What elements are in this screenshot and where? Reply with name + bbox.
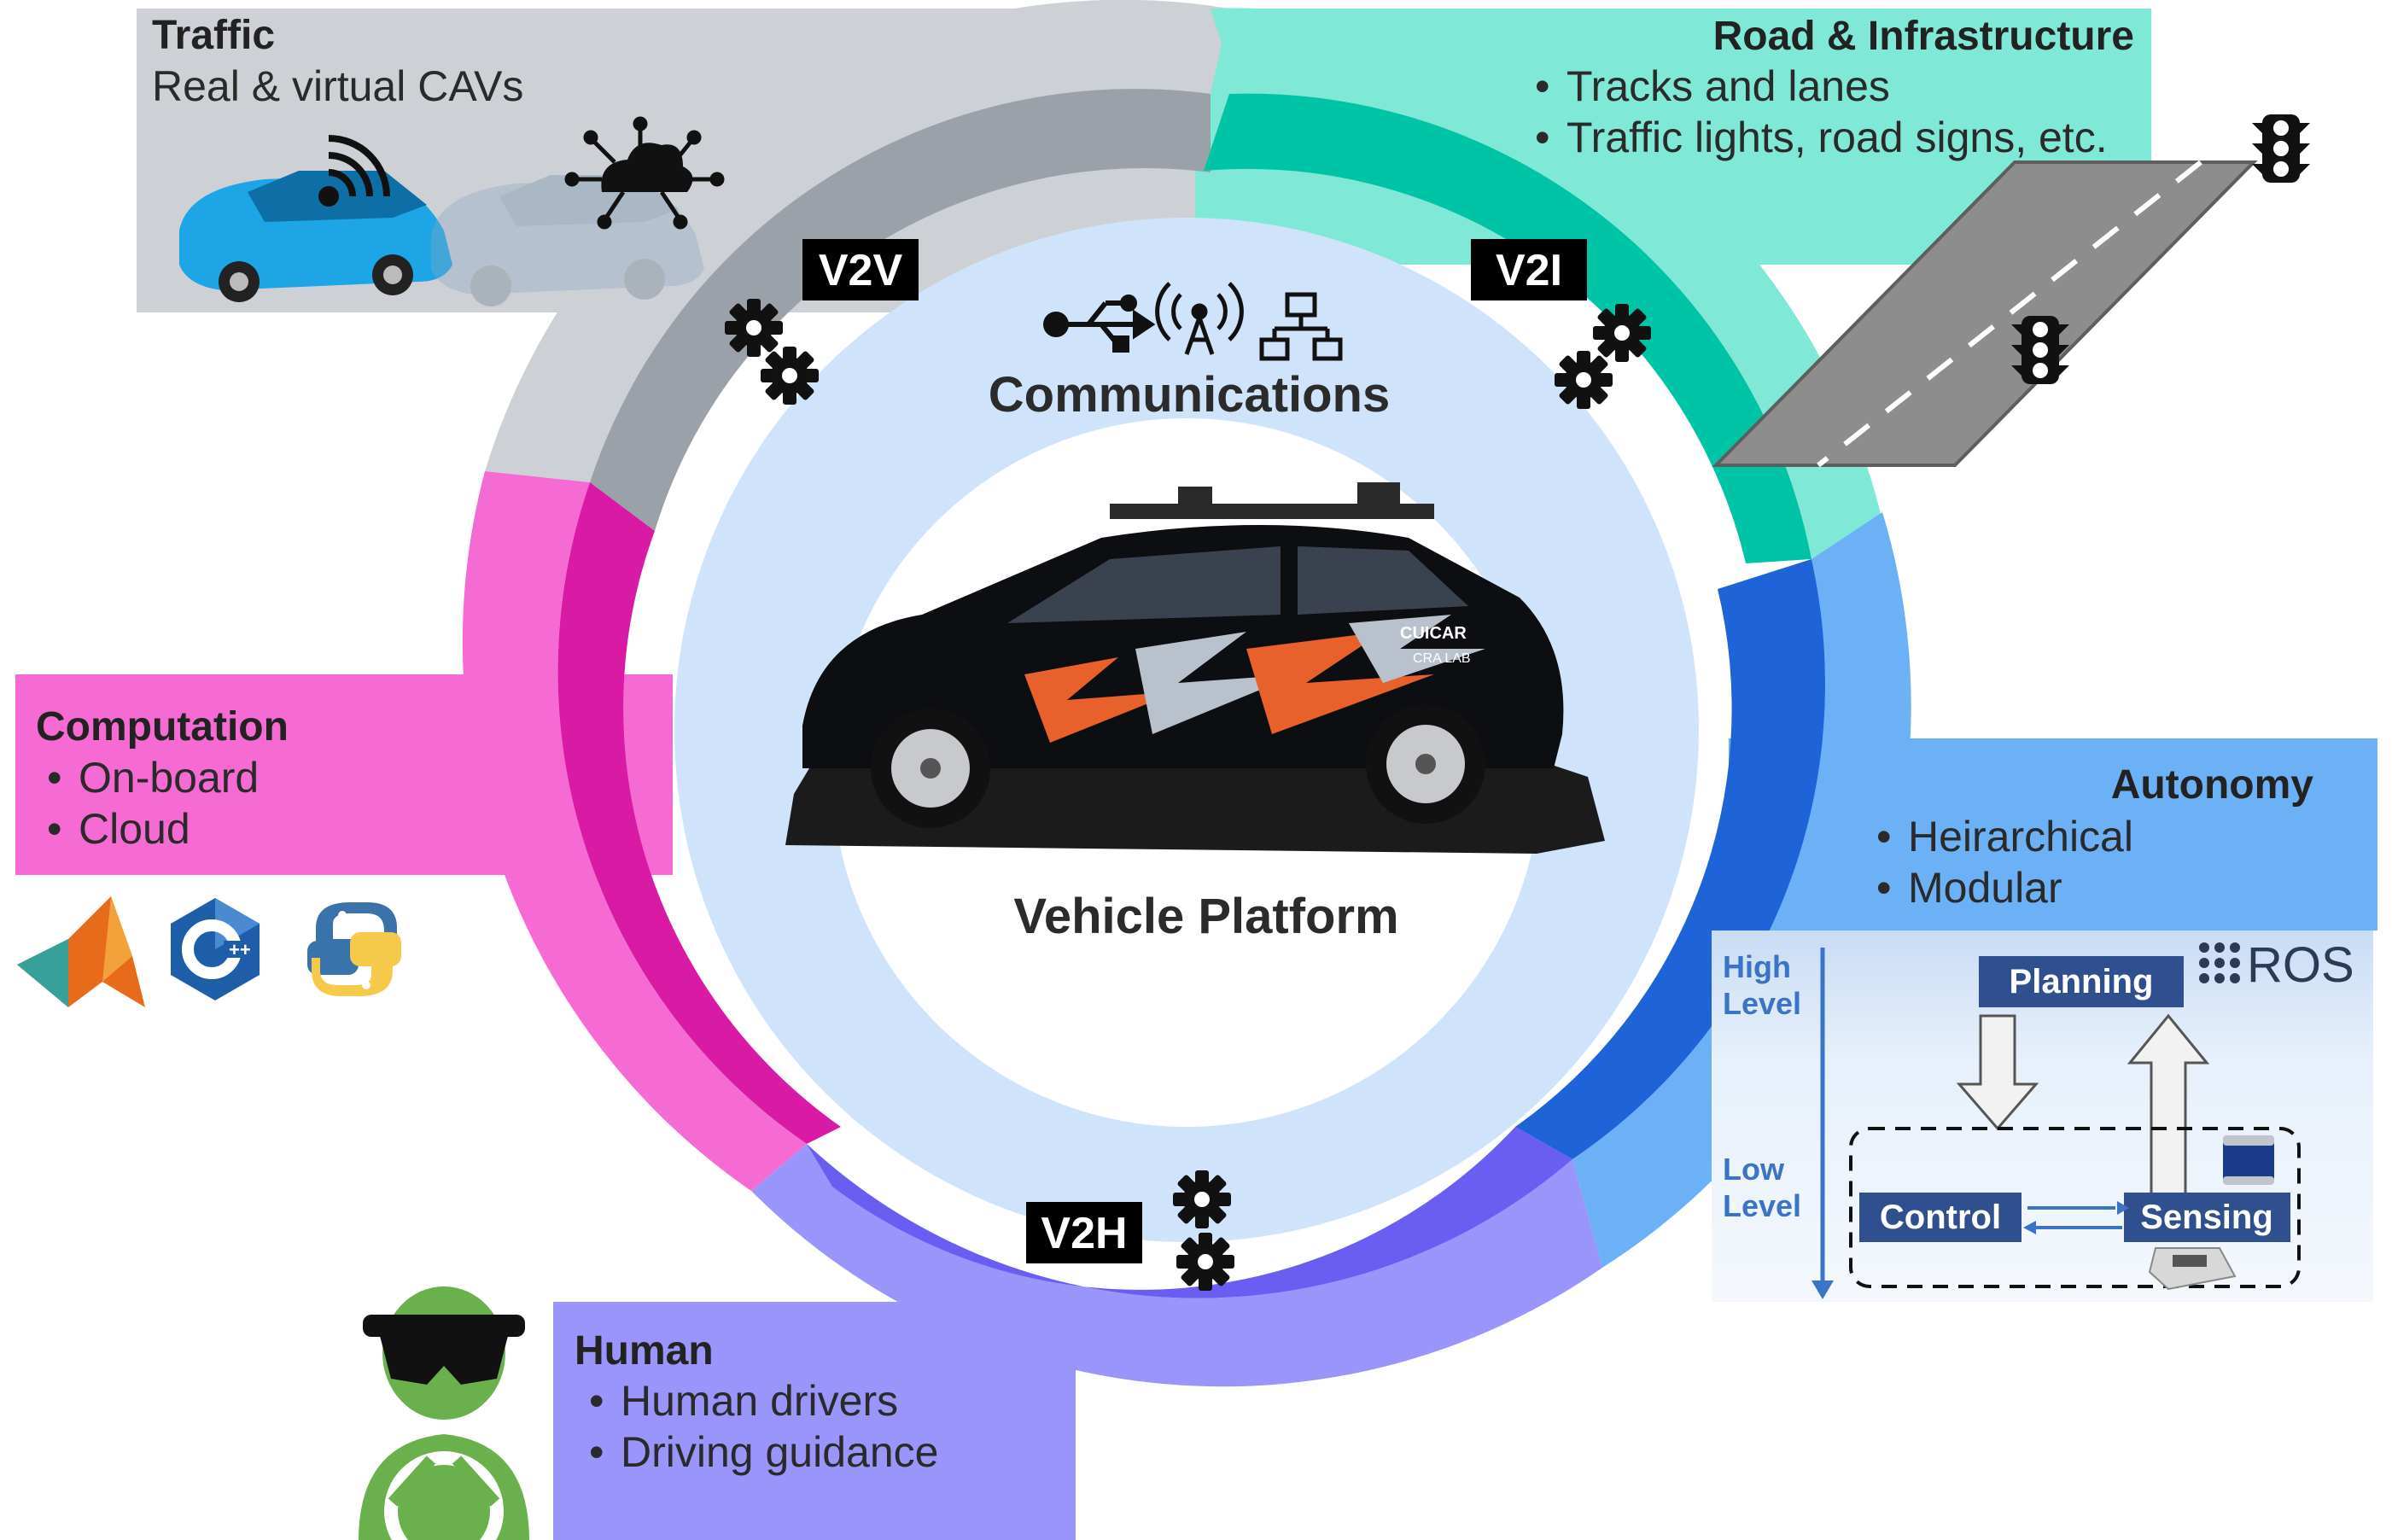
human-driver-icon [359, 1286, 529, 1540]
ring-autonomy-inner [1515, 559, 1826, 1159]
ring-human-inner [807, 1127, 1572, 1298]
ros-high-level-1: High [1723, 949, 1791, 984]
wireless-signal-icon [318, 135, 390, 207]
ring-computation [462, 471, 807, 1191]
sensing-box [2124, 1193, 2290, 1242]
ros-logo-text: ROS [2247, 937, 2354, 993]
traffic-subtitle: Real & virtual CAVs [152, 62, 523, 110]
control-label: Control [1880, 1199, 2001, 1236]
ros-low-level-2: Level [1723, 1188, 1801, 1223]
traffic-light-icon-top [2252, 114, 2310, 183]
computation-item-2: Cloud [79, 805, 190, 853]
car-decal-brand: CUICAR [1400, 624, 1467, 643]
road-item-bullet-1: • [1535, 62, 1550, 110]
computation-title: Computation [36, 704, 289, 750]
gear-icon-v2v-2 [761, 347, 819, 405]
gear-icon-v2h-1 [1173, 1170, 1231, 1228]
autonomy-item-bullet-2: • [1876, 864, 1892, 912]
human-title: Human [575, 1328, 714, 1374]
planning-label: Planning [2010, 963, 2154, 1000]
autonomy-title: Autonomy [2111, 762, 2314, 808]
ring-road [1211, 8, 1882, 559]
human-item-bullet-1: • [589, 1377, 604, 1425]
down-arrow [1956, 1014, 2039, 1131]
gear-icon-v2v-1 [725, 299, 783, 357]
gps-sensor-icon [2148, 1247, 2237, 1291]
cloud-network-icon [564, 116, 725, 230]
lidar-sensor-icon [2223, 1135, 2274, 1185]
human-item-bullet-2: • [589, 1428, 604, 1476]
autonomy-item-2: Modular [1908, 864, 2062, 912]
computation-item-bullet-1: • [47, 754, 62, 802]
ring-traffic [485, 0, 1229, 482]
ring-road-inner [1204, 93, 1812, 563]
gear-icon-v2h-2 [1176, 1233, 1234, 1291]
human-item-2: Driving guidance [621, 1428, 938, 1476]
computation-item-bullet-2: • [47, 805, 62, 853]
computation-item-1: On-board [79, 754, 259, 802]
traffic-title: Traffic [152, 13, 275, 58]
low-level-boundary [1849, 1127, 2301, 1288]
svg-text:++: ++ [229, 939, 251, 960]
road-item-2: Traffic lights, road signs, etc. [1566, 114, 2108, 161]
v2h-label: V2H [1041, 1209, 1127, 1258]
traffic-light-icon-road [2011, 316, 2069, 384]
v2v-label: V2V [819, 246, 903, 295]
python-logo-icon [307, 902, 401, 996]
ros-logo: ROS [2199, 937, 2354, 993]
ros-high-level-2: Level [1723, 986, 1801, 1021]
ros-architecture-panel: High Level Low Level ROS Planning Contro… [1712, 930, 2373, 1302]
road-item-1: Tracks and lanes [1566, 62, 1890, 110]
autonomy-item-bullet-1: • [1876, 813, 1892, 860]
up-arrow [2127, 1013, 2210, 1218]
ring-computation-inner [557, 482, 841, 1144]
vehicle-platform-car-image: CUICAR CRA LAB [785, 482, 1605, 854]
v2i-tag [1471, 239, 1587, 300]
road-title: Road & Infrastructure [1713, 14, 2134, 59]
matlab-logo-icon [17, 896, 145, 1007]
v2v-tag [802, 239, 919, 300]
car-decal-lab: CRA LAB [1413, 651, 1471, 666]
planning-box [1979, 956, 2184, 1007]
ring-human [751, 1144, 1602, 1387]
ring-traffic-inner [590, 89, 1211, 531]
human-item-1: Human drivers [621, 1377, 898, 1425]
road-lane-icon [1712, 160, 2258, 468]
sensing-label: Sensing [2140, 1199, 2273, 1236]
network-icon [1259, 292, 1343, 361]
v2i-label: V2I [1496, 246, 1562, 295]
autonomy-item-1: Heirarchical [1908, 813, 2133, 860]
usb-icon [1043, 295, 1156, 353]
v2h-tag [1026, 1202, 1142, 1263]
ring-autonomy [1572, 512, 1911, 1268]
road-item-bullet-2: • [1535, 114, 1550, 161]
ros-low-level-1: Low [1723, 1152, 1785, 1187]
gear-icon-v2i-1 [1593, 304, 1651, 362]
ring [462, 0, 1911, 1387]
communications-label: Communications [989, 367, 1391, 423]
cpp-logo-icon: ++ [171, 898, 260, 1000]
antenna-icon [1155, 282, 1244, 355]
control-box [1859, 1193, 2022, 1242]
vehicle-platform-label: Vehicle Platform [1013, 889, 1398, 944]
gear-icon-v2i-2 [1555, 351, 1613, 409]
